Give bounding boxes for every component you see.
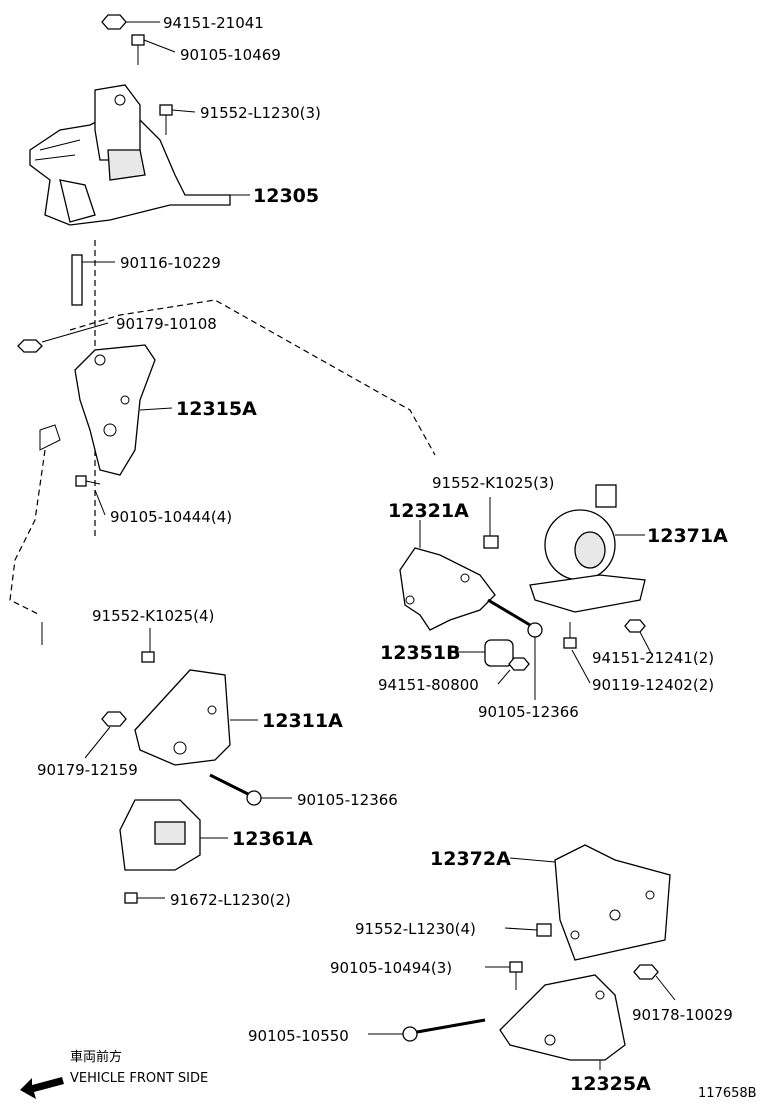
part-label-90119-12402-2: 90119-12402(2) xyxy=(592,676,714,694)
part-label-94151-21041: 94151-21041 xyxy=(163,14,264,32)
part-label-90105-12366-bottom: 90105-12366 xyxy=(297,791,398,809)
bracket-12315A[interactable] xyxy=(74,344,156,476)
diagram-code: 117658B xyxy=(698,1086,757,1101)
vehicle-front-jp-label: 車両前方 xyxy=(70,1049,122,1065)
part-label-91672-L1230-2: 91672-L1230(2) xyxy=(170,891,291,909)
bolt-icon xyxy=(141,651,155,663)
bolt-icon xyxy=(124,892,138,904)
mount-bracket-12305[interactable] xyxy=(29,84,231,226)
bracket-12311A[interactable] xyxy=(134,669,231,766)
bracket-12321A[interactable] xyxy=(399,547,496,631)
part-label-90179-12159: 90179-12159 xyxy=(37,761,138,779)
part-label-12325A: 12325A xyxy=(570,1073,651,1095)
part-label-90116-10229: 90116-10229 xyxy=(120,254,221,272)
long-bolt-icon xyxy=(402,1018,486,1042)
nut-icon xyxy=(633,964,659,980)
part-label-91552-K1025-3: 91552-K1025(3) xyxy=(432,474,554,492)
vehicle-front-en-label: VEHICLE FRONT SIDE xyxy=(70,1071,208,1086)
mount-insulator-12361A[interactable] xyxy=(119,799,201,871)
bushing-12351B[interactable] xyxy=(484,639,514,667)
part-label-12305: 12305 xyxy=(253,185,319,207)
nut-icon xyxy=(101,711,127,727)
bolt-icon xyxy=(509,961,523,990)
part-label-90105-10494-3: 90105-10494(3) xyxy=(330,959,452,977)
front-direction-arrow-icon xyxy=(20,1077,64,1099)
bolt-icon xyxy=(536,923,552,937)
part-label-12315A: 12315A xyxy=(176,398,257,420)
mount-insulator-12371A[interactable] xyxy=(529,484,646,613)
part-label-91552-L1230-3: 91552-L1230(3) xyxy=(200,104,321,122)
part-label-12361A: 12361A xyxy=(232,828,313,850)
part-label-12371A: 12371A xyxy=(647,525,728,547)
part-label-90179-10108: 90179-10108 xyxy=(116,315,217,333)
nut-icon xyxy=(508,657,530,671)
part-label-12311A: 12311A xyxy=(262,710,343,732)
bolt-icon xyxy=(483,535,499,549)
part-label-12321A: 12321A xyxy=(388,500,469,522)
part-label-94151-80800: 94151-80800 xyxy=(378,676,479,694)
part-label-12351B: 12351B xyxy=(380,642,461,664)
nut-icon xyxy=(624,619,646,633)
nut-icon xyxy=(101,14,127,30)
part-label-90178-10029: 90178-10029 xyxy=(632,1006,733,1024)
part-label-90105-12366-top: 90105-12366 xyxy=(478,703,579,721)
part-label-91552-L1230-4: 91552-L1230(4) xyxy=(355,920,476,938)
bolt-icon xyxy=(159,104,173,135)
part-label-12372A: 12372A xyxy=(430,848,511,870)
long-bolt-icon xyxy=(487,598,543,638)
stud-bolt-icon xyxy=(71,254,83,306)
bolt-icon xyxy=(131,34,145,65)
part-label-90105-10550: 90105-10550 xyxy=(248,1027,349,1045)
part-label-94151-21241-2: 94151-21241(2) xyxy=(592,649,714,667)
leader-lines xyxy=(41,21,676,1070)
long-bolt-icon xyxy=(209,773,262,806)
bolt-icon xyxy=(75,475,101,487)
part-label-90105-10469: 90105-10469 xyxy=(180,46,281,64)
part-label-91552-K1025-4: 91552-K1025(4) xyxy=(92,607,214,625)
nut-icon xyxy=(17,339,43,353)
bracket-12325A[interactable] xyxy=(499,974,626,1061)
part-label-90105-10444-4: 90105-10444(4) xyxy=(110,508,232,526)
bolt-icon xyxy=(563,622,577,649)
mount-bracket-12372A[interactable] xyxy=(554,844,671,961)
